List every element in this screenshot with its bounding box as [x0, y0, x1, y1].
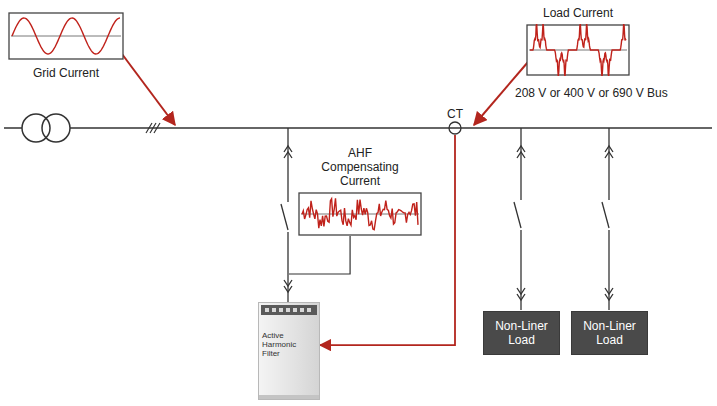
ct-symbol [443, 121, 467, 135]
load-current-box: Load Current [526, 6, 630, 76]
compensating-current-box: AHF Compensating Current [298, 146, 422, 236]
load-branch [514, 128, 613, 310]
waveform-plot [8, 12, 124, 60]
grid-current-box: Grid Current [8, 12, 124, 80]
nonlinear-load-box: Non-Liner Load [571, 311, 648, 355]
node-label: Active Harmonic Filter [262, 331, 316, 358]
active-harmonic-filter: Active Harmonic Filter [258, 302, 320, 400]
waveform-plot [298, 192, 422, 236]
bus-label: 208 V or 400 V or 690 V Bus [515, 86, 668, 100]
ahf-branch [281, 128, 292, 302]
grid-current-pointer [122, 54, 175, 125]
node-label: Non-Liner Load [488, 319, 555, 347]
filter-base [259, 393, 319, 399]
node-label: Load Current [526, 6, 630, 20]
waveform-plot [526, 24, 630, 76]
node-label: Grid Current [8, 66, 124, 80]
filter-top-panel [259, 303, 319, 317]
node-label: CT [443, 107, 467, 121]
leader-line [289, 236, 350, 274]
node-label: AHF Compensating Current [312, 146, 408, 188]
bus-line [70, 127, 712, 129]
node-label: Non-Liner Load [576, 319, 643, 347]
current-transformer: CT [443, 107, 467, 135]
three-phase-mark [146, 123, 160, 133]
transformer-winding [42, 114, 70, 142]
bus-lead [4, 127, 22, 129]
nonlinear-load-box: Non-Liner Load [483, 311, 560, 355]
